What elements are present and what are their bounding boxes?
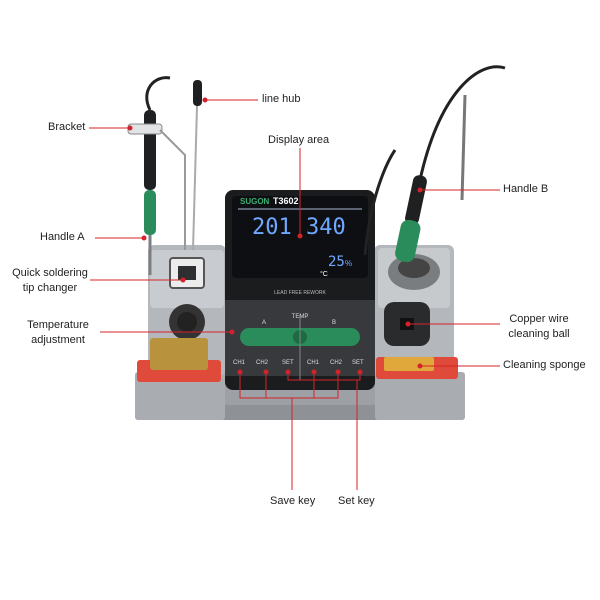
key-ch1-right: CH1: [307, 360, 320, 366]
display-percent: %: [345, 259, 352, 268]
callout-quick-tip-changer: Quick soldering tip changer: [8, 266, 92, 296]
callout-bracket: Bracket: [48, 121, 86, 133]
callout-quick-tip-changer-line2: tip changer: [22, 282, 78, 294]
key-ch1-left: CH1: [233, 360, 246, 366]
display-small-value: 25: [328, 254, 345, 270]
brand-label: SUGON: [240, 197, 270, 206]
key-set-right: SET: [352, 360, 364, 366]
callout-copper-wire-ball-line1: Copper wire: [509, 313, 569, 325]
line-hub: [192, 80, 202, 251]
left-tray: [137, 338, 221, 382]
callout-display-area: Display area: [268, 134, 330, 146]
callout-set-key: Set key: [338, 495, 375, 507]
callout-handle-b: Handle B: [503, 183, 549, 195]
callout-quick-tip-changer-line1: Quick soldering: [12, 267, 88, 279]
callout-temperature-adjustment-line1: Temperature: [27, 319, 89, 331]
key-ch2-left: CH2: [256, 360, 269, 366]
callout-save-key: Save key: [270, 495, 316, 507]
knob-title: TEMP: [292, 314, 309, 320]
display-unit: °C: [320, 270, 328, 278]
slogan: LEAD FREE REWORK: [274, 290, 326, 296]
callout-handle-a: Handle A: [40, 231, 85, 243]
key-set-left: SET: [282, 360, 294, 366]
model-label: T3602: [273, 196, 299, 206]
knob-b-label: B: [332, 320, 336, 326]
callout-copper-wire-ball-line2: cleaning ball: [508, 328, 570, 340]
callout-temperature-adjustment: Temperature adjustment: [20, 318, 96, 348]
callout-cleaning-sponge: Cleaning sponge: [503, 359, 586, 371]
callout-temperature-adjustment-line2: adjustment: [31, 334, 85, 346]
center-panel: [225, 190, 375, 390]
display-right-value: 340: [306, 215, 346, 240]
right-tray: [376, 357, 458, 379]
callout-copper-wire-ball: Copper wire cleaning ball: [500, 312, 578, 342]
callout-line-hub: line hub: [262, 93, 301, 105]
bracket: [127, 123, 186, 250]
knob-a-label: A: [262, 320, 266, 326]
callout-lines: [89, 97, 500, 490]
handle-b: [363, 65, 506, 263]
key-ch2-right: CH2: [330, 360, 343, 366]
right-module: [374, 245, 454, 375]
display-left-value: 201: [252, 215, 292, 240]
